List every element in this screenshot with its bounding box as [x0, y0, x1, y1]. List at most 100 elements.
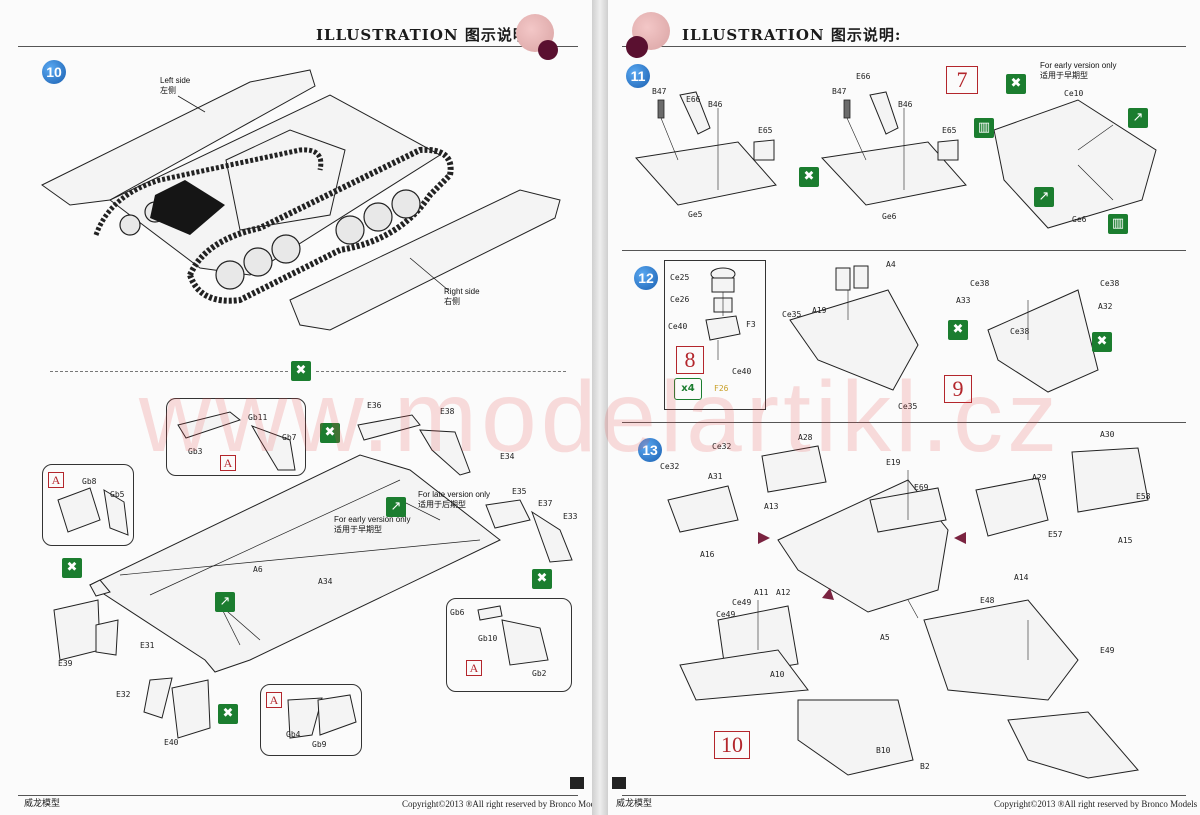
part-label: E38 — [440, 407, 455, 416]
callout-right — [446, 598, 572, 692]
part-label: E19 — [886, 458, 901, 467]
page-gutter — [592, 0, 608, 815]
glue-icon: ↗ — [1034, 187, 1054, 207]
part-label: A32 — [1098, 302, 1113, 311]
part-label: A28 — [798, 433, 813, 442]
part-label: A4 — [886, 260, 896, 269]
part-label: E39 — [58, 659, 73, 668]
part-label: A6 — [253, 565, 263, 574]
part-label: Ce10 — [1064, 89, 1084, 98]
footer-rule — [622, 795, 1186, 796]
part-label: Gb3 — [188, 447, 203, 456]
left-page: ILLUSTRATION 图示说明: 10 — [0, 0, 592, 815]
part-label: E48 — [980, 596, 995, 605]
step-12-subassembly-box — [664, 260, 766, 410]
step-separator — [50, 371, 288, 372]
part-label: Gb10 — [478, 634, 498, 643]
ref-box-9: 9 — [944, 375, 972, 403]
glue-icon: ✖ — [291, 361, 311, 381]
ref-box-10: 10 — [714, 731, 750, 759]
ref-a-box: A — [266, 692, 282, 708]
part-label: Gb9 — [312, 740, 327, 749]
glue-icon: ▥ — [1108, 214, 1128, 234]
step-11-number: 11 — [626, 64, 650, 88]
page-number-marker — [570, 777, 584, 789]
part-label: Ce40 — [668, 322, 688, 331]
part-label: A11 — [754, 588, 769, 597]
part-label: Ce49 — [732, 598, 752, 607]
glue-icon: ✖ — [320, 423, 340, 443]
footer-brand: 威龙模型 — [24, 798, 61, 808]
glue-icon: ✖ — [62, 558, 82, 578]
glue-icon: ↗ — [215, 592, 235, 612]
ref-a-box: A — [220, 455, 236, 471]
part-label: E65 — [758, 126, 773, 135]
part-label: A15 — [1118, 536, 1133, 545]
part-label: Ce38 — [1010, 327, 1030, 336]
part-label: Ge6 — [1072, 215, 1087, 224]
step-divider — [622, 422, 1186, 423]
part-label: A16 — [700, 550, 715, 559]
glue-icon: ↗ — [386, 497, 406, 517]
decor-circle-dark — [538, 40, 558, 60]
header-rule — [18, 46, 578, 47]
part-label: Ge5 — [688, 210, 703, 219]
step-10-drawing — [41, 69, 561, 331]
callout-top — [166, 398, 306, 476]
ref-a-box: A — [48, 472, 64, 488]
part-label: Ce40 — [732, 367, 752, 376]
glue-icon: ▥ — [974, 118, 994, 138]
part-label: F3 — [746, 320, 756, 329]
part-label: Ce26 — [670, 295, 690, 304]
part-label: E69 — [914, 483, 929, 492]
part-label: A33 — [956, 296, 971, 305]
part-label: E49 — [1100, 646, 1115, 655]
part-label: A31 — [708, 472, 723, 481]
step-divider — [622, 250, 1186, 251]
part-label: Gb7 — [282, 433, 297, 442]
footer-copyright: Copyright©2013 ®All right reserved by Br… — [402, 799, 592, 809]
part-label: Ce25 — [670, 273, 690, 282]
glue-icon: ✖ — [218, 704, 238, 724]
part-label: E37 — [538, 499, 553, 508]
glue-icon: ✖ — [532, 569, 552, 589]
part-label: Ce32 — [660, 462, 680, 471]
part-label: E58 — [1136, 492, 1151, 501]
part-label: E33 — [563, 512, 578, 521]
footer-rule — [18, 795, 578, 796]
glue-icon: ✖ — [948, 320, 968, 340]
part-label: A30 — [1100, 430, 1115, 439]
step-separator — [316, 371, 566, 372]
decor-circle-dark — [626, 36, 648, 58]
footer-brand: 威龙模型 — [616, 798, 653, 808]
part-label: Gb6 — [450, 608, 465, 617]
part-label: E35 — [512, 487, 527, 496]
part-label: A29 — [1032, 473, 1047, 482]
footer-copyright: Copyright©2013 ®All right reserved by Br… — [994, 799, 1198, 809]
step-12-drawing — [705, 265, 1099, 393]
right-page: ILLUSTRATION 图示说明: 11 B47 E66 B46 E65 Ge… — [608, 0, 1200, 815]
part-label: Ce49 — [716, 610, 736, 619]
part-label: Ce35 — [782, 310, 802, 319]
step-12-number: 12 — [634, 266, 658, 290]
callout-left — [42, 464, 134, 546]
page-number-marker — [612, 777, 626, 789]
part-label: Gb4 — [286, 730, 301, 739]
part-label: E65 — [942, 126, 957, 135]
ref-box-8: 8 — [676, 346, 704, 374]
part-label: E36 — [367, 401, 382, 410]
page-title: ILLUSTRATION 图示说明: — [682, 26, 902, 44]
part-label: Gb8 — [82, 477, 97, 486]
part-label: A10 — [770, 670, 785, 679]
part-label: Gb2 — [532, 669, 547, 678]
header-rule — [622, 46, 1186, 47]
part-label: Ce38 — [1100, 279, 1120, 288]
ref-a-box: A — [466, 660, 482, 676]
part-label: F26 — [714, 384, 729, 393]
part-label: Ce35 — [898, 402, 918, 411]
part-label: B2 — [920, 762, 930, 771]
